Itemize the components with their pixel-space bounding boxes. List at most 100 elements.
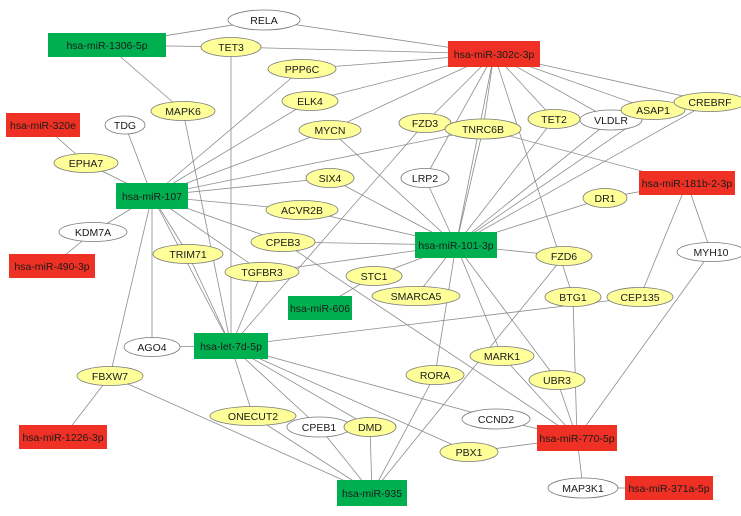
node-trim71[interactable]: TRIM71 [152, 244, 224, 264]
node-hsa-mir-1226-3p[interactable]: hsa-miR-1226-3p [19, 425, 107, 449]
node-acvr2b[interactable]: ACVR2B [265, 200, 339, 220]
edge-hsa-mir-107-to-hsa-let-7d-5p [151, 195, 232, 347]
edge-mark1-to-hsa-mir-770-5p [501, 355, 578, 439]
node-six4[interactable]: SIX4 [305, 168, 355, 188]
edge-hsa-let-7d-5p-to-pbx1 [230, 345, 470, 453]
gene-ellipse [461, 408, 531, 430]
node-cep135[interactable]: CEP135 [606, 287, 674, 307]
gene-ellipse [544, 287, 602, 307]
node-fzd6[interactable]: FZD6 [535, 246, 593, 266]
gene-ellipse [250, 232, 316, 252]
node-ccnd2[interactable]: CCND2 [461, 408, 531, 430]
node-stc1[interactable]: STC1 [345, 266, 403, 286]
gene-ellipse [343, 417, 397, 437]
node-epha7[interactable]: EPHA7 [53, 153, 119, 173]
node-hsa-mir-770-5p[interactable]: hsa-miR-770-5p [537, 425, 617, 451]
node-hsa-mir-490-3p[interactable]: hsa-miR-490-3p [9, 254, 95, 278]
node-mapk6[interactable]: MAPK6 [150, 101, 216, 121]
node-hsa-mir-101-3p[interactable]: hsa-miR-101-3p [415, 232, 497, 258]
node-label: TGFBR3 [241, 267, 283, 279]
node-pbx1[interactable]: PBX1 [439, 442, 499, 462]
node-label: TNRC6B [462, 124, 504, 136]
node-rela[interactable]: RELA [227, 9, 301, 31]
node-ago4[interactable]: AGO4 [123, 337, 181, 357]
gene-ellipse [371, 286, 461, 306]
node-hsa-mir-107[interactable]: hsa-miR-107 [116, 183, 188, 209]
node-myh10[interactable]: MYH10 [676, 242, 741, 262]
node-label: hsa-miR-935 [342, 488, 402, 500]
edge-asap1-to-hsa-mir-101-3p [455, 109, 654, 246]
node-ubr3[interactable]: UBR3 [528, 370, 586, 390]
node-hsa-mir-606[interactable]: hsa-miR-606 [288, 296, 352, 320]
gene-ellipse [53, 153, 119, 173]
node-hsa-mir-181b-2-3p[interactable]: hsa-miR-181b-2-3p [639, 171, 735, 195]
gene-ellipse [676, 242, 741, 262]
node-hsa-mir-320e[interactable]: hsa-miR-320e [6, 113, 80, 137]
node-smarca5[interactable]: SMARCA5 [371, 286, 461, 306]
edge-fzd3-to-hsa-let-7d-5p [230, 122, 426, 347]
node-label: STC1 [361, 271, 388, 283]
gene-ellipse [200, 37, 262, 57]
node-hsa-mir-935[interactable]: hsa-miR-935 [337, 480, 407, 506]
node-tdg[interactable]: TDG [104, 115, 146, 135]
node-dr1[interactable]: DR1 [582, 188, 628, 208]
node-hsa-mir-302c-3p[interactable]: hsa-miR-302c-3p [448, 41, 540, 67]
node-cpeb1[interactable]: CPEB1 [286, 416, 352, 438]
node-mark1[interactable]: MARK1 [469, 346, 535, 366]
node-label: FBXW7 [92, 371, 128, 383]
node-map3k1[interactable]: MAP3K1 [547, 477, 619, 499]
node-label: CPEB3 [266, 237, 301, 249]
node-dmd[interactable]: DMD [343, 417, 397, 437]
node-label: MAP3K1 [562, 483, 604, 495]
node-tet2[interactable]: TET2 [527, 109, 581, 129]
node-tet3[interactable]: TET3 [200, 37, 262, 57]
node-label: hsa-miR-107 [122, 191, 182, 203]
node-asap1[interactable]: ASAP1 [620, 100, 686, 120]
node-lrp2[interactable]: LRP2 [400, 168, 450, 188]
edge-elk4-to-hsa-mir-107 [151, 100, 311, 197]
node-label: hsa-miR-302c-3p [454, 49, 535, 61]
node-kdm7a[interactable]: KDM7A [58, 222, 128, 242]
node-rora[interactable]: RORA [405, 365, 465, 385]
edge-mycn-to-hsa-mir-101-3p [329, 129, 457, 246]
mirna-box [415, 232, 497, 258]
edge-lrp2-to-hsa-mir-302c-3p [424, 53, 495, 179]
node-hsa-mir-371a-5p[interactable]: hsa-miR-371a-5p [625, 476, 713, 500]
gene-ellipse [582, 188, 628, 208]
gene-ellipse [606, 287, 674, 307]
node-label: CPEB1 [302, 422, 337, 434]
node-elk4[interactable]: ELK4 [281, 91, 339, 111]
node-tnrc6b[interactable]: TNRC6B [444, 118, 522, 140]
node-mycn[interactable]: MYCN [298, 120, 362, 140]
gene-ellipse [76, 366, 144, 386]
node-btg1[interactable]: BTG1 [544, 287, 602, 307]
node-hsa-mir-1306-5p[interactable]: hsa-miR-1306-5p [48, 33, 166, 57]
node-crebrf[interactable]: CREBRF [673, 92, 741, 112]
gene-ellipse [444, 118, 522, 140]
edge-trim71-to-hsa-let-7d-5p [187, 253, 232, 347]
node-hsa-let-7d-5p[interactable]: hsa-let-7d-5p [194, 333, 268, 359]
node-label: hsa-miR-606 [290, 303, 350, 315]
node-label: TDG [114, 120, 136, 132]
edge-crebrf-to-hsa-mir-101-3p [455, 101, 711, 246]
node-onecut2[interactable]: ONECUT2 [209, 406, 297, 426]
node-label: BTG1 [559, 292, 587, 304]
gene-ellipse [227, 9, 301, 31]
gene-ellipse [224, 262, 300, 282]
node-fbxw7[interactable]: FBXW7 [76, 366, 144, 386]
node-label: MYH10 [693, 247, 728, 259]
mirna-box [537, 425, 617, 451]
node-cpeb3[interactable]: CPEB3 [250, 232, 316, 252]
node-ppp6c[interactable]: PPP6C [267, 59, 337, 79]
node-label: PPP6C [285, 64, 320, 76]
node-label: RORA [420, 370, 450, 382]
node-fzd3[interactable]: FZD3 [398, 113, 452, 133]
gene-ellipse [620, 100, 686, 120]
mirna-box [19, 425, 107, 449]
node-tgfbr3[interactable]: TGFBR3 [224, 262, 300, 282]
mirna-box [116, 183, 188, 209]
gene-ellipse [547, 477, 619, 499]
gene-ellipse [281, 91, 339, 111]
gene-ellipse [405, 365, 465, 385]
gene-ellipse [345, 266, 403, 286]
